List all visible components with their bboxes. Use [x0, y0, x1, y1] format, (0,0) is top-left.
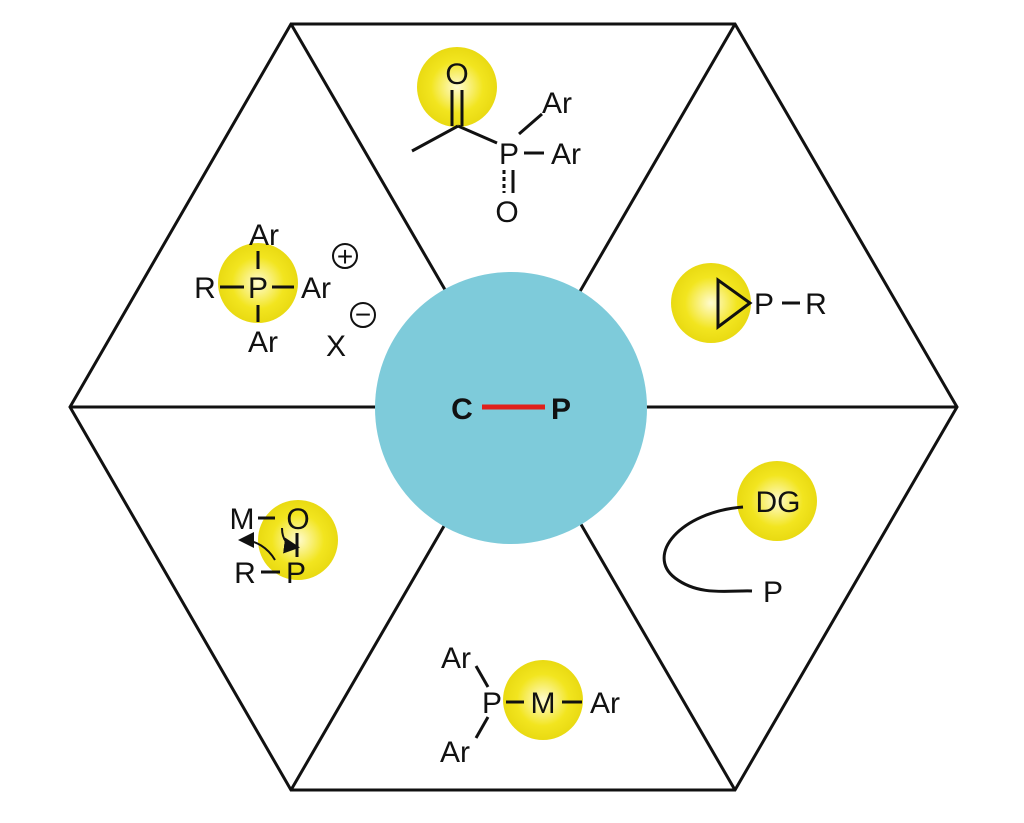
segment-phosphonium: Ar R P Ar Ar + X −: [194, 219, 376, 363]
tether-curve: [662, 505, 753, 593]
phosphirane-r-group: R: [805, 288, 827, 321]
segment-metal-phosphine: Ar P M Ar Ar: [440, 642, 620, 769]
phosphirane-ring: [716, 277, 753, 330]
center-carbon-label: C: [451, 393, 473, 426]
acyl-phosphoryl-oxygen: O: [495, 196, 518, 229]
phosphonium-r-group: R: [194, 272, 216, 305]
highlight-carbonyl: [417, 47, 497, 127]
directing-group-phosphorus: P: [763, 576, 783, 609]
bond-p-aryl-top: [518, 112, 543, 136]
metal-oxo-r-group: R: [234, 557, 256, 590]
center-phosphorus-label: P: [551, 393, 571, 426]
acyl-carbonyl-oxygen: O: [445, 58, 468, 91]
highlight-phosphirane: [671, 263, 751, 343]
phosphonium-aryl-bottom: Ar: [248, 326, 278, 359]
metal-oxo-metal: M: [230, 503, 255, 536]
highlight-directing-group: [737, 461, 817, 541]
phosphonium-aryl-right: Ar: [301, 272, 331, 305]
metal-oxo-phosphorus: P: [286, 557, 306, 590]
bond-carbonyl-p: [457, 124, 498, 145]
acyl-aryl-top: Ar: [542, 87, 572, 120]
phosphirane-phosphorus: P: [754, 288, 774, 321]
bond-p-aryl-bottom: [474, 716, 490, 739]
metal-phosphine-aryl-right: Ar: [590, 687, 620, 720]
highlight-phosphonium: [218, 243, 298, 323]
center-group: C P: [375, 272, 647, 544]
acyl-phosphorus: P: [499, 138, 519, 171]
highlight-metal: [503, 660, 583, 740]
segment-phosphirane: P R: [671, 263, 827, 343]
metal-phosphine-aryl-bottom: Ar: [440, 736, 470, 769]
directing-group-label: DG: [756, 486, 801, 519]
metal-phosphine-aryl-top: Ar: [441, 642, 471, 675]
metal-phosphine-phosphorus: P: [482, 687, 502, 720]
bond-methyl-carbonyl: [411, 124, 459, 153]
migration-arrow-left-icon: [238, 532, 276, 561]
plus-charge-circle: [332, 243, 358, 269]
bond-aryl-top-p: [474, 665, 490, 688]
minus-charge-circle: [350, 302, 376, 328]
counterion-label: X: [326, 330, 346, 363]
segment-acylphosphine: O P Ar Ar O: [411, 47, 581, 229]
metal-phosphine-metal: M: [531, 687, 556, 720]
segment-directing-group: DG P: [662, 461, 817, 609]
segment-metal-oxo: M O R P: [230, 500, 338, 590]
phosphonium-aryl-top: Ar: [249, 219, 279, 252]
metal-oxo-oxygen: O: [286, 503, 309, 536]
phosphonium-phosphorus: P: [248, 272, 268, 305]
plus-charge-sign: +: [337, 241, 353, 272]
minus-charge-sign: −: [355, 299, 371, 330]
acyl-aryl-right: Ar: [551, 138, 581, 171]
migration-arrow-right-icon: [281, 527, 300, 554]
